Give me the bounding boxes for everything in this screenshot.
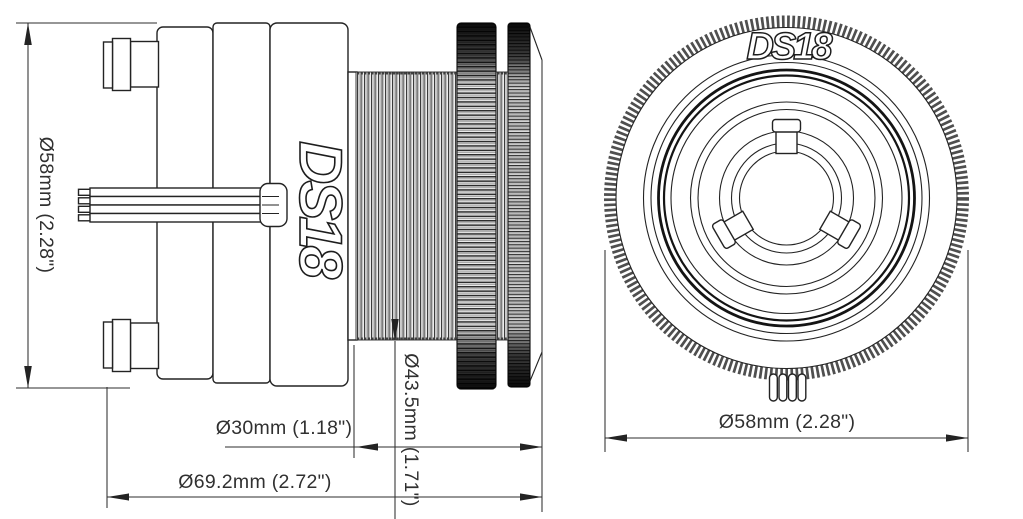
knurled-bezel-ring [507,22,531,388]
lock-ring-shading [457,23,496,389]
terminal-cap [102,321,114,369]
dim-throat-label: Ø30mm (1.18") [216,417,353,439]
tab-cap [771,118,802,133]
terminal-block [111,37,132,92]
wire-tip [77,205,92,214]
terminal-post-bottom [102,318,160,373]
terminal-block [111,318,132,373]
dim-body-diameter-label: Ø58mm (2.28") [35,137,57,274]
arrowhead-left [107,493,129,501]
arrowhead-down [24,366,32,388]
wire [89,212,265,223]
horn-mouth-circle [670,81,903,315]
pin [787,373,798,402]
horn-flare-inner-circle [697,108,876,288]
terminal-stem [129,322,160,370]
dim-total-depth-label: Ø69.2mm (2.72") [178,471,331,493]
wire [89,204,265,215]
arrowhead-up [24,23,32,45]
gasket-ring-outer [657,68,916,328]
phase-ring-inner [730,142,843,254]
arrowhead-left [605,434,627,442]
brand-logo-front: DS18 [746,26,833,68]
tab-cap [837,219,862,249]
horn-flare-circle [689,101,884,295]
bezel-shading [508,23,530,387]
pin [768,373,779,402]
bezel-chamfer-top [529,26,543,61]
mounting-tab-8 [711,210,755,249]
wire-tip [77,188,92,197]
wire [89,187,265,198]
bezel-chamfer-bottom [529,351,543,382]
arrowhead-right [520,443,542,451]
center-throat-hole [738,150,835,246]
pin [797,373,807,402]
arrowhead-right [946,434,968,442]
terminal-cap [102,41,114,89]
tab-cap [711,219,736,249]
knurled-lock-ring [456,22,497,390]
wire-tip [77,197,92,205]
front-view: DS18 [604,15,969,402]
mounting-tab-12 [771,118,802,155]
terminal-pins-front [768,373,807,402]
bezel-face-circle [642,54,931,342]
dim-thread-diameter-label: Ø43.5mm (1.71") [400,353,422,506]
teeth-inner-circle [615,26,958,370]
mounting-tab-4 [818,210,862,249]
side-view-dimensions: Ø58mm (2.28") Ø43.5mm (1.71") Ø30mm (1.1… [16,22,543,519]
bezel-teeth-ring [604,15,969,381]
terminal-post-top [102,37,160,92]
arrowhead-right [520,493,542,501]
dim-outer-diameter-label: Ø58mm (2.28") [719,411,856,433]
wire-tip [77,214,92,222]
brand-logo-side: DS18 [287,141,354,280]
wire [89,195,265,206]
terminal-stem [129,40,160,88]
front-view-dimensions: Ø58mm (2.28") [604,250,969,452]
pin [778,373,788,402]
arrowhead-down [391,319,399,341]
wire-leads [77,182,288,228]
arrowhead-left [356,443,378,451]
bezel-step-circle [650,61,923,335]
gasket-ring-inner [662,74,911,322]
side-view: DS18 [77,22,543,390]
